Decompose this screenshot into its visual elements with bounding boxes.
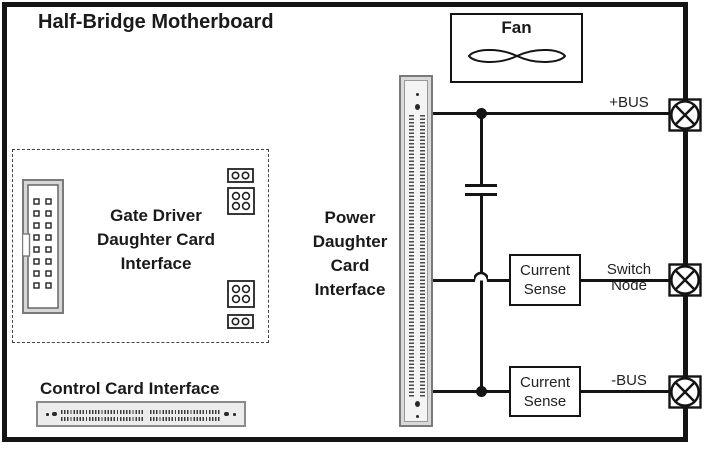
control-card-connector-icon (36, 401, 246, 427)
control-card-label: Control Card Interface (40, 379, 220, 398)
junction-dot (476, 108, 487, 119)
jumper-4pin-icon (227, 280, 255, 308)
minus-bus-wire-left (433, 390, 509, 393)
fan-block: Fan (450, 13, 583, 83)
switch-node-wire-mid (487, 279, 509, 282)
switch-node-wire-left (433, 279, 475, 282)
power-interface-label: Power Daughter Card Interface (312, 208, 388, 299)
minus-bus-label: -BUS (611, 372, 647, 389)
jumper-2pin-icon (227, 314, 254, 329)
board-outline (2, 2, 688, 442)
current-sense-block-top: Current Sense (509, 254, 581, 306)
jumper-2pin-icon (227, 168, 254, 183)
junction-dot (476, 386, 487, 397)
switch-node-wire-right (581, 279, 669, 282)
plus-bus-terminal-icon (668, 98, 702, 132)
page-title: Half-Bridge Motherboard (38, 11, 274, 33)
capacitor-plate-top (465, 184, 497, 187)
minus-bus-wire-right (581, 390, 669, 393)
power-card-connector-icon (399, 75, 433, 427)
plus-bus-wire (433, 112, 669, 115)
cap-wire-top (480, 112, 483, 185)
minus-bus-terminal-icon (668, 375, 702, 409)
wire-hop-icon (474, 271, 488, 281)
current-sense-block-bottom: Current Sense (509, 366, 581, 417)
plus-bus-label: +BUS (609, 94, 649, 111)
gate-driver-label: Gate Driver Daughter Card Interface (96, 206, 216, 273)
switch-node-terminal-icon (668, 263, 702, 297)
gate-driver-region (12, 149, 269, 343)
jumper-4pin-icon (227, 187, 255, 215)
switch-node-label: Switch Node (606, 261, 652, 294)
fan-blades-icon (468, 49, 566, 63)
gate-driver-header-connector-icon (22, 179, 64, 314)
cap-wire-bottom (480, 196, 483, 392)
fan-label: Fan (501, 18, 532, 37)
capacitor-plate-bottom (465, 193, 497, 196)
